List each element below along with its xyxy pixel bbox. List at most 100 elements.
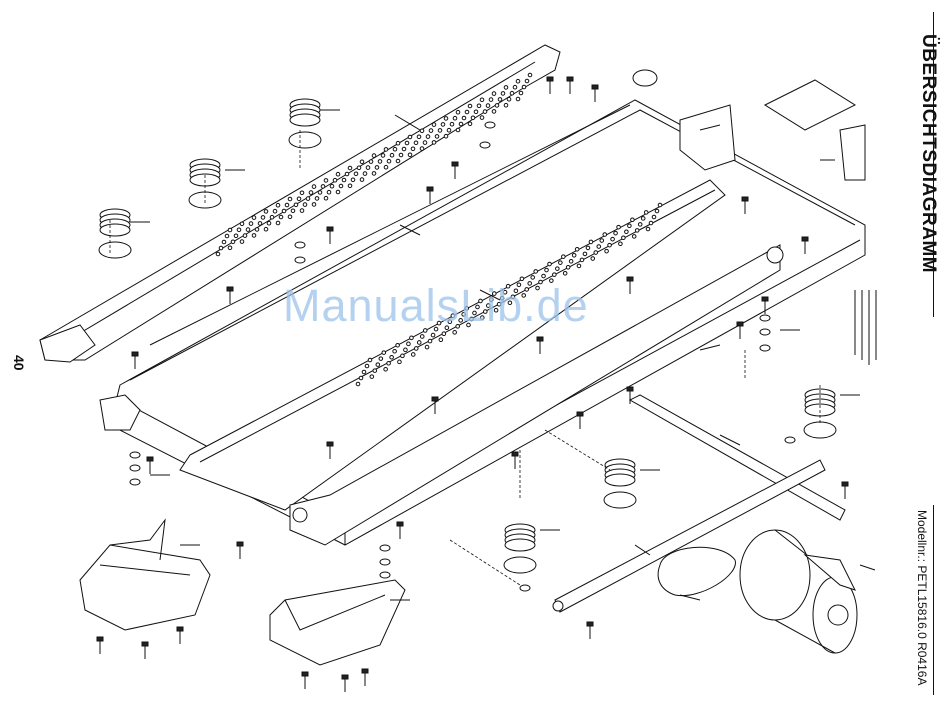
rail-perforation xyxy=(300,209,304,213)
page-title: ÜBERSICHTSDIAGRAMM xyxy=(917,34,939,273)
rail-perforation xyxy=(423,141,427,145)
washer xyxy=(485,122,495,128)
rail-perforation xyxy=(243,234,247,238)
rail-perforation xyxy=(528,73,532,77)
rail-perforation xyxy=(324,179,328,183)
washer xyxy=(785,437,795,443)
rail-perforation xyxy=(309,191,313,195)
bolt-head xyxy=(142,642,148,646)
bolt-head xyxy=(342,675,348,679)
bolt-head xyxy=(397,522,403,526)
bolt-head xyxy=(147,457,153,461)
rail-perforation xyxy=(646,227,650,231)
rail-perforation xyxy=(439,338,443,342)
drive-motor xyxy=(740,530,857,653)
rail-perforation xyxy=(255,228,259,232)
rail-perforation xyxy=(258,222,262,226)
rail-perforation xyxy=(336,172,340,176)
rail-perforation xyxy=(240,240,244,244)
rail-perforation xyxy=(429,129,433,133)
rail-perforation xyxy=(492,92,496,96)
rail-perforation xyxy=(373,369,377,373)
leader-line xyxy=(860,565,875,570)
isolator-ring xyxy=(505,539,535,551)
rail-perforation xyxy=(401,354,405,358)
bolt-head xyxy=(577,412,583,416)
isolator-ring xyxy=(290,114,320,126)
rail-perforation xyxy=(369,160,373,164)
rail-perforation xyxy=(357,166,361,170)
rail-perforation xyxy=(628,224,632,228)
bolt-head xyxy=(362,669,368,673)
rail-perforation xyxy=(318,191,322,195)
bolt-head xyxy=(547,77,553,81)
rail-perforation xyxy=(324,196,328,200)
rail-perforation xyxy=(456,110,460,114)
rail-perforation xyxy=(382,351,386,355)
rail-perforation xyxy=(336,190,340,194)
rail-perforation xyxy=(632,235,636,239)
rail-perforation xyxy=(483,110,487,114)
rail-perforation xyxy=(441,123,445,127)
rail-perforation xyxy=(575,247,579,251)
rail-perforation xyxy=(342,178,346,182)
rail-perforation xyxy=(614,231,618,235)
rail-perforation xyxy=(270,215,274,219)
rail-perforation xyxy=(285,203,289,207)
rail-perforation xyxy=(404,348,408,352)
rail-perforation xyxy=(480,98,484,102)
rail-perforation xyxy=(569,259,573,263)
rail-perforation xyxy=(548,262,552,266)
bolt-head xyxy=(742,197,748,201)
washer xyxy=(480,142,490,148)
rail-perforation xyxy=(522,85,526,89)
rail-perforation xyxy=(507,97,511,101)
rail-perforation xyxy=(362,370,366,374)
isolator-base xyxy=(99,242,131,258)
rail-perforation xyxy=(510,91,514,95)
rail-perforation xyxy=(619,242,623,246)
rail-perforation xyxy=(553,273,557,277)
bolt-head xyxy=(587,622,593,626)
rail-perforation xyxy=(252,234,256,238)
rail-perforation xyxy=(393,147,397,151)
rail-perforation xyxy=(617,225,621,229)
bolt-head xyxy=(132,352,138,356)
rail-perforation xyxy=(498,98,502,102)
isolator-base xyxy=(504,557,536,573)
rail-perforation xyxy=(376,363,380,367)
washer xyxy=(520,585,530,591)
rail-perforation xyxy=(495,104,499,108)
rail-perforation xyxy=(378,160,382,164)
rail-perforation xyxy=(513,85,517,89)
rail-perforation xyxy=(432,123,436,127)
rail-perforation xyxy=(504,103,508,107)
rail-perforation xyxy=(387,159,391,163)
page-title-container: ÜBERSICHTSDIAGRAMM xyxy=(905,20,945,320)
rail-perforation xyxy=(312,203,316,207)
rail-perforation xyxy=(303,203,307,207)
rail-perforation xyxy=(365,364,369,368)
exploded-diagram xyxy=(0,0,900,721)
rail-perforation xyxy=(435,135,439,139)
watermark: ManualsLib.de xyxy=(283,280,589,332)
rail-perforation xyxy=(411,353,415,357)
rail-perforation xyxy=(572,253,576,257)
bolt-head xyxy=(302,672,308,676)
rail-perforation xyxy=(381,154,385,158)
bolt-head xyxy=(452,162,458,166)
rail-perforation xyxy=(246,228,250,232)
isolator-ring xyxy=(605,474,635,486)
rail-perforation xyxy=(486,104,490,108)
rail-perforation xyxy=(559,261,563,265)
rail-perforation xyxy=(516,79,520,83)
rail-perforation xyxy=(468,104,472,108)
rail-perforation xyxy=(408,153,412,157)
bolt-head xyxy=(327,227,333,231)
rail-perforation xyxy=(356,382,360,386)
rail-perforation xyxy=(312,185,316,189)
rail-perforation xyxy=(291,209,295,213)
rail-perforation xyxy=(390,355,394,359)
rail-perforation xyxy=(501,92,505,96)
bolt-head xyxy=(627,387,633,391)
